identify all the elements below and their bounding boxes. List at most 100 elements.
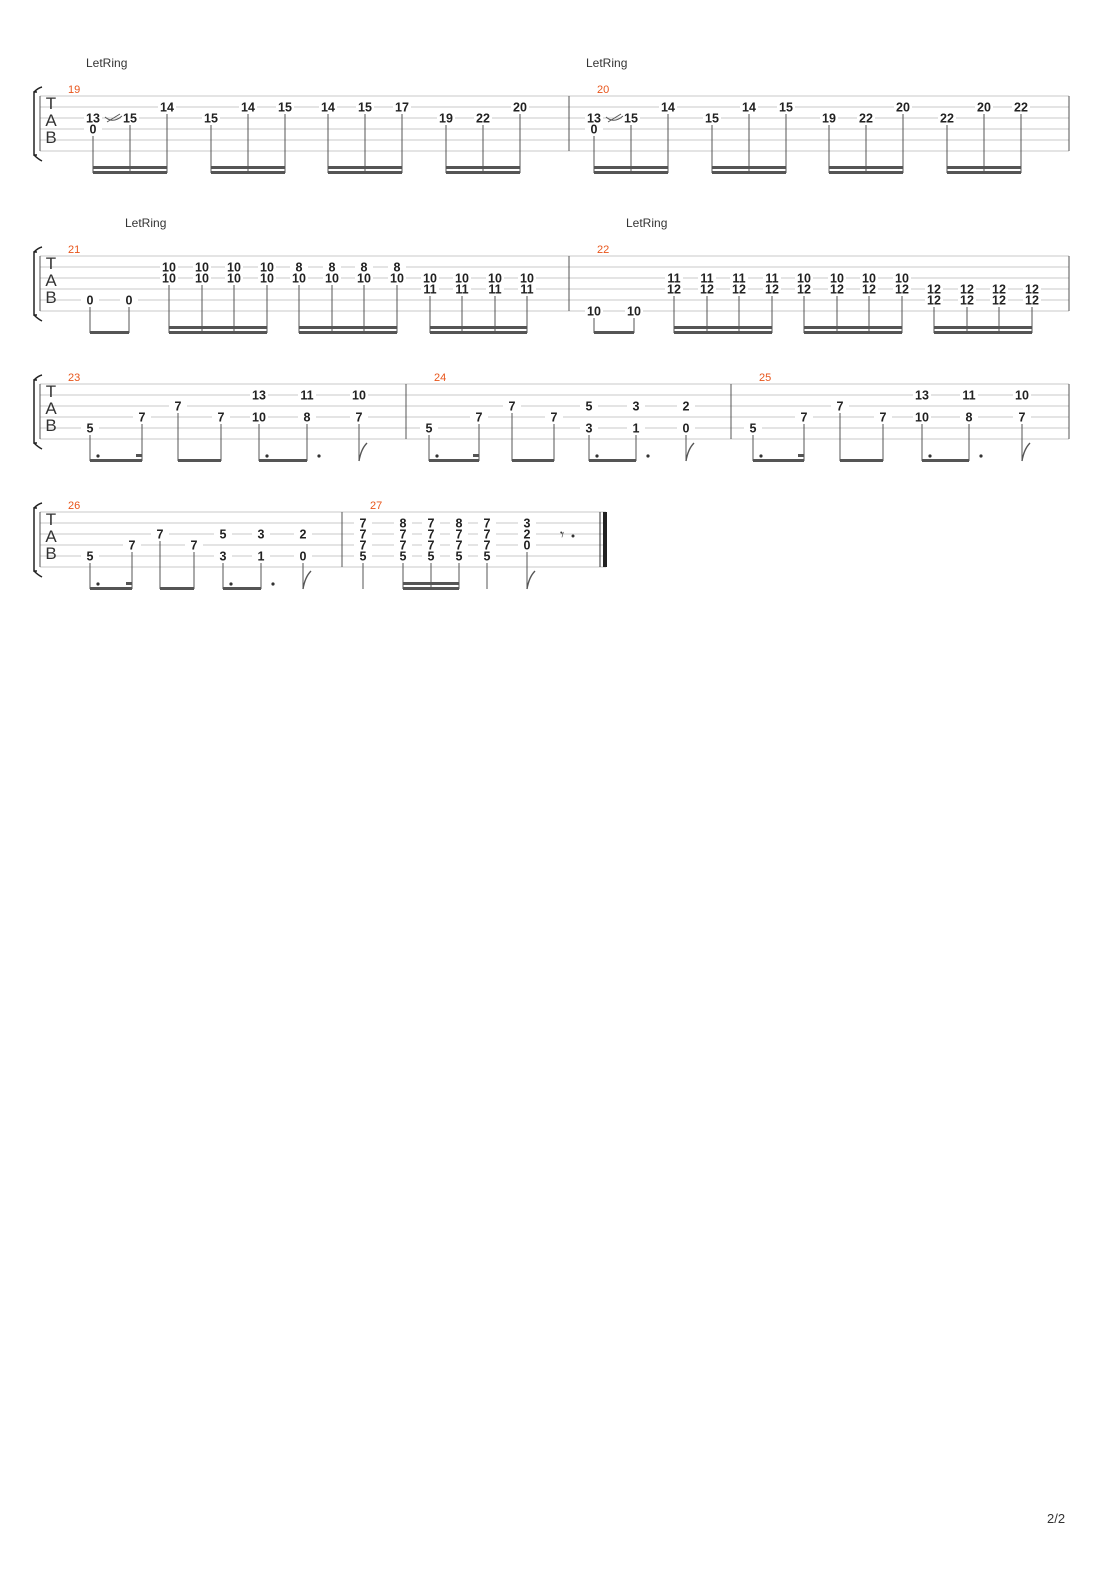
beam-secondary	[934, 326, 1032, 329]
fret-number: 7	[428, 517, 435, 531]
beam	[674, 331, 772, 334]
fret-number: 10	[587, 305, 601, 319]
fret-number: 8	[361, 261, 368, 275]
fret-background	[474, 112, 492, 124]
fret-number: 7	[191, 539, 198, 553]
fret-background	[355, 272, 373, 284]
beam-secondary	[211, 166, 285, 169]
fret-background	[580, 400, 598, 412]
fret-number: 13	[86, 112, 100, 126]
measure-number: 23	[68, 372, 80, 384]
fret-number: 7	[551, 411, 558, 425]
fret-background	[518, 539, 536, 551]
fret-number: 15	[358, 101, 372, 115]
beam	[934, 331, 1032, 334]
fret-background	[393, 101, 411, 113]
let-ring-label: LetRing	[125, 216, 166, 230]
fret-background	[84, 112, 102, 124]
let-ring-label: LetRing	[626, 216, 667, 230]
fret-number: 12	[830, 283, 844, 297]
fret-background	[1023, 283, 1041, 295]
fret-background	[120, 294, 138, 306]
fret-background	[478, 517, 496, 529]
fret-number: 10	[325, 272, 339, 286]
fret-background	[394, 517, 412, 529]
fret-background	[437, 112, 455, 124]
fret-number: 7	[139, 411, 146, 425]
fret-background	[294, 550, 312, 562]
fret-background	[913, 411, 931, 423]
fret-background	[763, 283, 781, 295]
fret-number: 11	[423, 283, 436, 297]
fret-number: 12	[700, 283, 714, 297]
fret-number: 10	[227, 261, 241, 275]
fret-background	[585, 112, 603, 124]
fret-number: 5	[426, 422, 433, 436]
fret-background	[323, 272, 341, 284]
fret-background	[730, 272, 748, 284]
fret-background	[486, 283, 504, 295]
fret-number: 10	[488, 272, 502, 286]
fret-number: 10	[915, 411, 929, 425]
fret-background	[545, 411, 563, 423]
fret-background	[394, 528, 412, 540]
fret-background	[698, 283, 716, 295]
beam	[512, 459, 554, 462]
fret-background	[450, 539, 468, 551]
slide-line	[106, 113, 121, 123]
page-number: 2/2	[1047, 1511, 1066, 1526]
beam-secondary	[674, 326, 772, 329]
fret-background	[990, 283, 1008, 295]
fret-number: 7	[360, 517, 367, 531]
fret-number: 12	[960, 283, 974, 297]
fret-number: 7	[1019, 411, 1026, 425]
beam	[90, 459, 142, 462]
fret-number: 5	[456, 550, 463, 564]
fret-number: 10	[423, 272, 437, 286]
beam	[299, 331, 397, 334]
fret-number: 7	[175, 400, 182, 414]
fret-background	[518, 272, 536, 284]
fret-number: 22	[1014, 101, 1028, 115]
fret-background	[990, 294, 1008, 306]
fret-background	[250, 389, 268, 401]
fret-number: 7	[509, 400, 516, 414]
fret-number: 10	[292, 272, 306, 286]
fret-number: 10	[195, 261, 209, 275]
beam-secondary	[594, 166, 668, 169]
fret-number: 5	[428, 550, 435, 564]
fret-number: 15	[204, 112, 218, 126]
fret-number: 5	[750, 422, 757, 436]
fret-number: 0	[524, 539, 531, 553]
fret-background	[276, 101, 294, 113]
beam	[328, 171, 402, 174]
fret-background	[294, 528, 312, 540]
fret-number: 22	[476, 112, 490, 126]
fret-background	[193, 261, 211, 273]
fret-number: 17	[395, 101, 409, 115]
beam	[947, 171, 1021, 174]
measure-number: 25	[759, 372, 771, 384]
beam	[169, 331, 267, 334]
fret-number: 7	[360, 528, 367, 542]
fret-background	[354, 550, 372, 562]
fret-background	[225, 272, 243, 284]
rest-dot	[571, 534, 575, 538]
rhythm-dot	[435, 454, 439, 458]
fret-number: 3	[220, 550, 227, 564]
fret-background	[422, 550, 440, 562]
fret-background	[478, 539, 496, 551]
measure-number: 19	[68, 84, 80, 96]
fret-number: 7	[129, 539, 136, 553]
fret-background	[160, 272, 178, 284]
fret-number: 14	[321, 101, 335, 115]
fret-background	[290, 272, 308, 284]
fret-background	[252, 528, 270, 540]
fret-background	[1023, 294, 1041, 306]
fret-number: 11	[765, 272, 778, 286]
beam	[403, 587, 459, 590]
fret-background	[698, 272, 716, 284]
fret-background	[627, 400, 645, 412]
fret-number: 7	[484, 517, 491, 531]
fret-number: 11	[667, 272, 680, 286]
